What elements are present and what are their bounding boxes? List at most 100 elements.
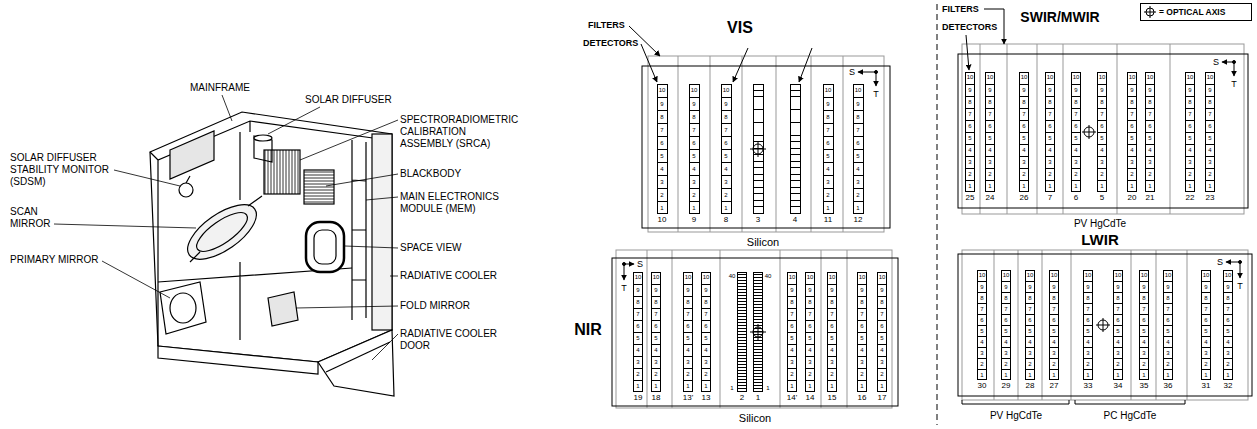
detector-number: 5 [689,149,700,162]
detector-number: 4 [1071,144,1081,156]
detector-number: 3 [1019,156,1029,168]
filter-divider [678,56,843,232]
legend-text: = OPTICAL AXIS [1159,4,1225,20]
detector-number: 3 [857,356,867,368]
detector-number: 2 [1201,358,1211,369]
detector-number: 7 [965,108,975,120]
detector-number: 10 [1001,270,1011,281]
detector-number: 4 [1019,144,1029,156]
detector-number: 6 [633,320,643,332]
filter-outline [616,250,892,408]
detector-array: 1098765432117 [877,272,887,392]
part-label: SPECTRORADIOMETRIC CALIBRATION ASSEMBLY … [400,114,521,150]
detector-number: 1 [633,380,643,392]
detector-number: 7 [1127,108,1137,120]
detector-number: 4 [853,162,864,175]
detector-number: 6 [1127,120,1137,132]
detector-number: 10 [857,272,867,284]
pointer-arrow [733,48,748,82]
detector-number: 5 [965,132,975,144]
detector-number: 2 [1163,358,1173,369]
detector-number: 1 [965,180,975,192]
leader-line [300,120,398,160]
detector-array: 1098765432121 [1145,72,1155,192]
part-label: BLACKBODY [400,168,461,180]
detector-number: 4 [1083,336,1093,347]
filter-divider [994,250,1187,400]
scan-axis-label: S [849,68,855,77]
detector-number: 6 [1071,120,1081,132]
detector-number: 6 [787,320,797,332]
detector-array: 1098765432132 [1223,270,1233,380]
detector-number: 2 [827,368,837,380]
detector-number: 5 [1097,132,1107,144]
cooler-door-edge [326,342,390,372]
leader-line [326,174,398,186]
detector-number: 10 [721,84,732,97]
detector-array: 1098765432128 [1025,270,1035,380]
focal-plane-panel: VISSilicon109876543211010987654321910987… [600,10,895,255]
detector-array: 1098765432122 [1185,72,1195,192]
detector-number: 6 [651,320,661,332]
detector-number: 6 [657,136,668,149]
mainframe-edge [150,121,392,346]
detector-number: 10 [1163,270,1173,281]
focal-plane-panel: NIRSilicon109876543211910987654321181098… [570,250,900,428]
detector-number: 10 [701,272,711,284]
detector-number: 7 [1201,303,1211,314]
detector-number: 9 [787,284,797,296]
detector-number: 8 [857,296,867,308]
detector-number: 3 [651,356,661,368]
detector-number: 1 [1045,180,1055,192]
leader-line [390,276,398,277]
detector-number: 7 [1139,303,1149,314]
detector-number: 4 [1185,144,1195,156]
detector-number: 9 [1205,84,1215,96]
detector-number: 10 [1139,270,1149,281]
detector-number: 4 [977,336,987,347]
detector-array: 1098765432111 [823,84,834,214]
detector-number: 7 [1045,108,1055,120]
band-number: 23 [1206,194,1215,202]
detector-array: 1098765432113 [701,272,711,392]
detector-number: 7 [1145,108,1155,120]
detector-number: 8 [787,296,797,308]
detector-number: 6 [721,136,732,149]
filter-outline [962,250,1248,400]
detector-number: 8 [977,292,987,303]
part-label: SCAN MIRROR [10,206,55,230]
detector-number: 1 [1201,369,1211,380]
detector-number: 2 [977,358,987,369]
detector-number: 10 [1045,72,1055,84]
detector-number: 6 [1163,314,1173,325]
detector-number: 3 [827,356,837,368]
focal-plane-panel: SWIR/MWIRPV HgCdTe1098765432125109876543… [940,0,1255,232]
detector-number: 1 [985,180,995,192]
detector-number: 2 [1185,168,1195,180]
detector-number: 3 [701,356,711,368]
optical-axis-cross [1082,125,1096,139]
detector-number: 9 [1139,281,1149,292]
detector-number: 9 [689,97,700,110]
primary-mirror-face [170,293,196,323]
filter-outline [648,56,884,232]
detector-number: 6 [1097,120,1107,132]
optical-axis-cross [1144,6,1156,18]
detector-number: 3 [657,175,668,188]
blackbody-unit [304,170,334,204]
detector-number: 10 [827,272,837,284]
detector-number: 2 [651,368,661,380]
sdsm-unit [179,183,193,197]
detector-number: 4 [1139,336,1149,347]
detector-number: 9 [1097,84,1107,96]
detector-number: 5 [683,332,693,344]
detector-number: 3 [965,156,975,168]
detector-number: 3 [787,356,797,368]
detector-number: 7 [787,308,797,320]
detector-array: 1098765432129 [1001,270,1011,380]
detector-number: 7 [1071,108,1081,120]
detector-number: 8 [689,110,700,123]
detector-number: 4 [633,344,643,356]
detector-number: 2 [721,188,732,201]
detector-substrate [612,258,898,406]
